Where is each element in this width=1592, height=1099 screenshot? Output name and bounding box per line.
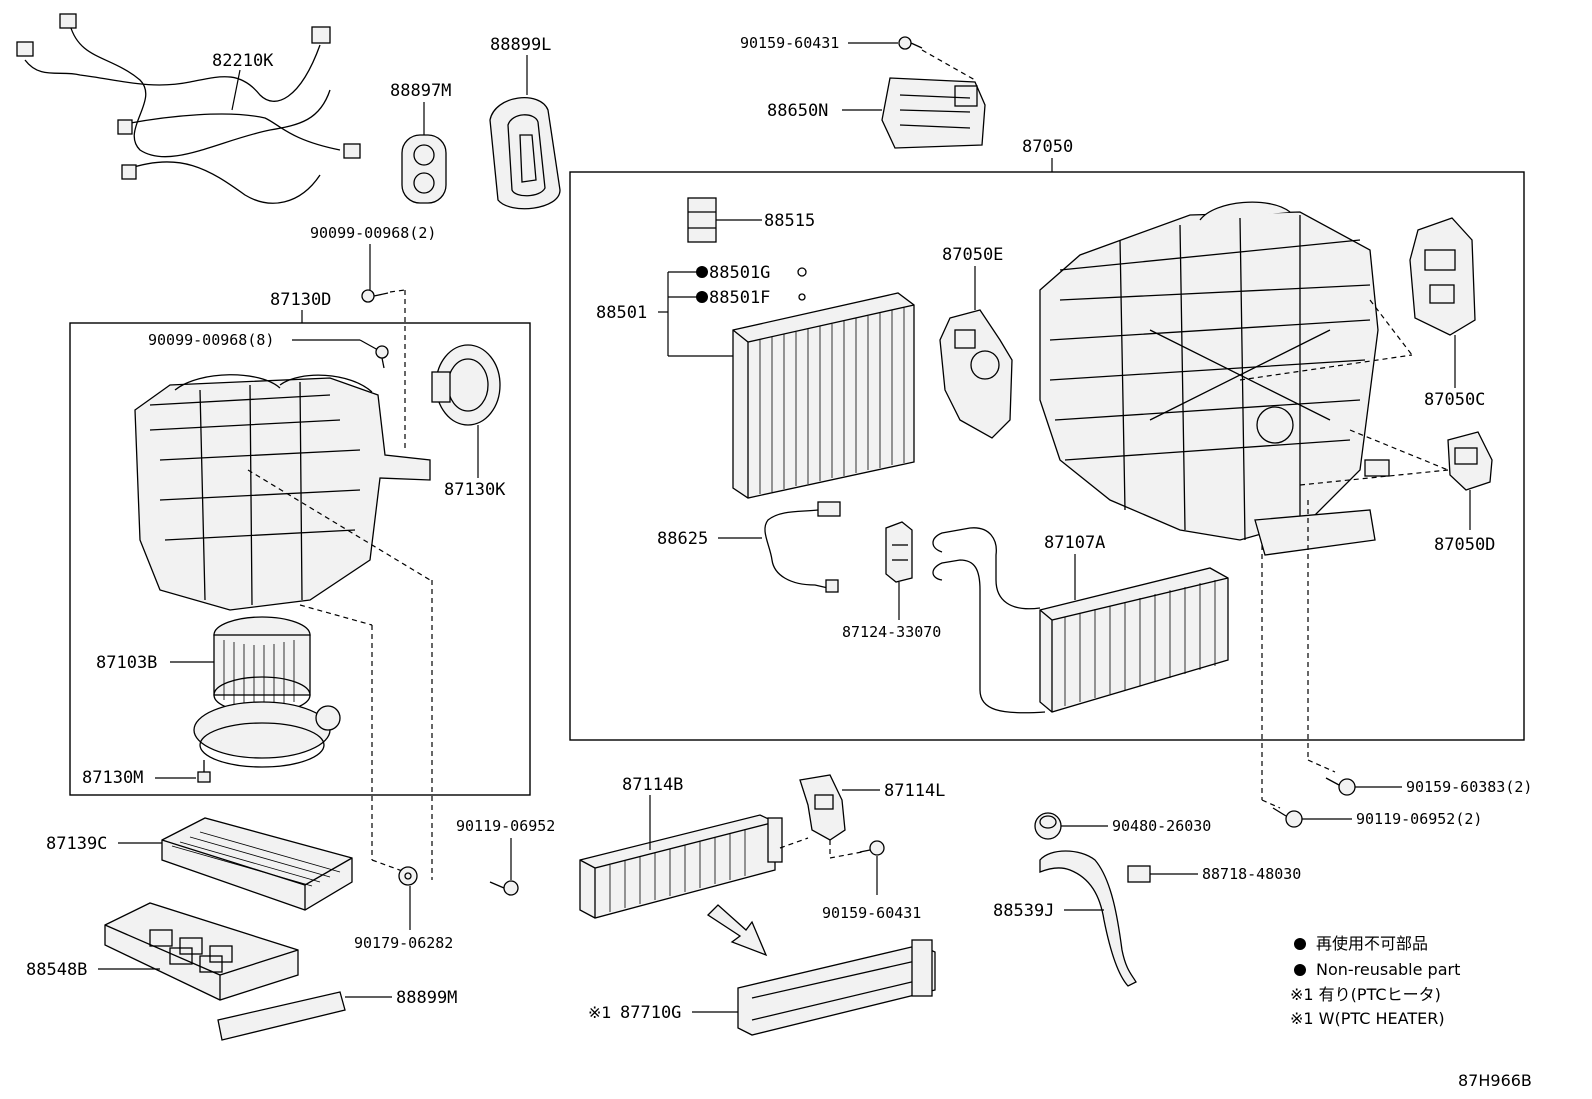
label-87710G: 87710G [620,1003,681,1023]
label-88899L: 88899L [490,35,551,55]
label-88650N: 88650N [767,101,828,121]
diagram-code: 87H966B [1458,1071,1532,1090]
expansion-valve-88515 [687,197,717,243]
label-87124-33070: 87124-33070 [842,623,941,641]
screw-icon-90159-60431-top [898,36,923,50]
legend-note1-en: ※1 W(PTC HEATER) [1290,1009,1445,1028]
servo-actuator-87050E [939,309,1013,439]
heater-core-87107A [932,527,1229,714]
bracket-87114L [799,774,846,841]
screw-icon-90119-06952-2 [1272,807,1303,828]
legend-dot-jp [1294,938,1306,950]
heater-frame-87710G [737,939,936,1036]
air-filter-87139C [161,817,353,911]
bracket-87124-33070 [885,521,913,583]
label-87050E: 87050E [942,245,1003,265]
seal-88899L [489,97,561,210]
blower-case-drawing [134,374,431,611]
label-90119-06952-2: 90119-06952(2) [1356,810,1482,828]
label-90480-26030: 90480-26030 [1112,817,1211,835]
filter-frame-88548B [104,902,299,1001]
label-87139C: 87139C [46,834,107,854]
label-87114B: 87114B [622,775,683,795]
label-88899M: 88899M [396,988,457,1008]
sensor-88625 [764,501,841,593]
label-90159-60431-top: 90159-60431 [740,34,839,52]
label-90099-00968-2: 90099-00968(2) [310,224,436,242]
oring-icon-88501F [798,293,806,301]
legend-nonreusable-en: Non-reusable part [1316,960,1460,979]
screw-icon-90159-60383 [1325,777,1356,796]
screw-icon-90159-60431-bottom [859,840,885,856]
evaporator-88501 [732,292,915,499]
motor-cover-87130K [431,344,501,426]
label-88539J: 88539J [993,901,1054,921]
label-88501G: 88501G [709,263,770,283]
replacement-arrow-icon [706,904,768,957]
label-82210K: 82210K [212,51,274,71]
label-87114L: 87114L [884,781,945,801]
servo-actuator-87050C [1409,217,1476,336]
ecu-module-88650N [881,77,986,149]
nonreusable-dot-88501F [696,291,708,303]
nonreusable-dot-88501G [696,266,708,278]
hvac-unit-group-box [569,171,1525,741]
drain-hose-88539J [1039,850,1137,987]
label-87130D: 87130D [270,290,331,310]
screw-icon-90099-00968-2 [361,289,389,303]
label-87050D: 87050D [1434,535,1495,555]
label-90099-00968-8: 90099-00968(8) [148,331,274,349]
label-88548B: 88548B [26,960,87,980]
legend-dot-en [1294,964,1306,976]
label-90159-60431-bottom: 90159-60431 [822,904,921,922]
wire-harness-drawing [16,13,361,204]
nut-icon-90179-06282 [398,866,418,886]
label-87050C: 87050C [1424,390,1485,410]
legend-nonreusable-jp: 再使用不可部品 [1316,934,1428,953]
label-90119-06952-left: 90119-06952 [456,817,555,835]
grommet-88897M [401,134,447,204]
hvac-case-drawing [1039,201,1390,556]
label-88897M: 88897M [390,81,451,101]
label-87103B: 87103B [96,653,157,673]
seal-88899M [217,991,346,1041]
blower-unit-group-box [69,322,531,796]
label-87710G-mark: ※1 [588,1003,612,1022]
servo-actuator-87050D [1447,431,1493,491]
label-88501: 88501 [596,303,647,323]
ptc-heater-87114B [579,814,783,919]
label-87130M: 87130M [82,768,143,788]
label-88625: 88625 [657,529,708,549]
label-87050: 87050 [1022,137,1073,157]
label-88501F: 88501F [709,288,770,308]
label-87107A: 87107A [1044,533,1105,553]
blower-motor-87103B [193,616,341,768]
screw-icon-90099-00968-8 [375,345,389,369]
oring-icon-88501G [797,267,807,277]
screw-icon-90119-06952-left [489,880,519,896]
label-90179-06282: 90179-06282 [354,934,453,952]
screw-icon-87130M [197,760,211,783]
plug-icon-90480-26030 [1034,812,1062,840]
sensor-icon-88718-48030 [1127,865,1151,883]
legend-note1-jp: ※1 有り(PTCヒータ) [1290,985,1441,1004]
label-87130K: 87130K [444,480,506,500]
label-88515: 88515 [764,211,815,231]
label-90159-60383-2: 90159-60383(2) [1406,778,1532,796]
label-88718-48030: 88718-48030 [1202,865,1301,883]
